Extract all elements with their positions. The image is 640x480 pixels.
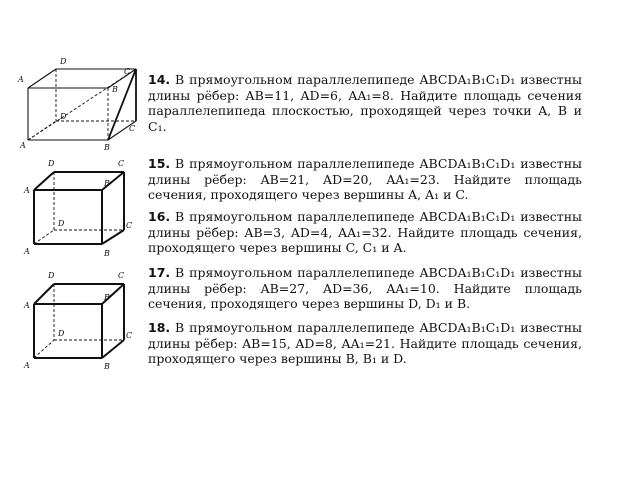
- vertex-label-c1: C: [118, 159, 124, 168]
- problem-text: В прямоугольном параллелепипеде ABCDA₁B₁…: [148, 72, 582, 134]
- figure-section-abc1: A D C B A D C B: [17, 52, 143, 152]
- vertex-label-a1: A: [17, 75, 24, 84]
- vertex-label-c: C: [126, 331, 132, 340]
- vertex-label-a1: A: [23, 186, 30, 195]
- vertex-label-d: D: [57, 219, 65, 228]
- problem-text: В прямоугольном параллелепипеде ABCDA₁B₁…: [148, 265, 582, 311]
- vertex-label-d: D: [57, 329, 65, 338]
- figure-box-3: A D C B A D C B: [20, 271, 140, 372]
- vertex-label-a1: A: [23, 301, 30, 310]
- vertex-label-d1: D: [47, 271, 55, 280]
- vertex-label-b1: B: [103, 293, 110, 302]
- problem-17: 17. В прямоугольном параллелепипеде ABCD…: [148, 265, 582, 312]
- vertex-label-b: B: [103, 362, 110, 371]
- vertex-label-d1: D: [59, 57, 67, 66]
- vertex-label-a: A: [23, 247, 30, 256]
- problem-text: В прямоугольном параллелепипеде ABCDA₁B₁…: [148, 320, 582, 366]
- problem-number: 15.: [148, 156, 171, 171]
- problem-18: 18. В прямоугольном параллелепипеде ABCD…: [148, 320, 582, 367]
- vertex-label-c: C: [129, 124, 135, 133]
- figure-box-2: A D C B A D C B: [20, 159, 140, 260]
- vertex-label-c1: C: [124, 67, 130, 76]
- vertex-label-b: B: [103, 143, 110, 152]
- problem-text: В прямоугольном параллелепипеде ABCDA₁B₁…: [148, 156, 582, 202]
- problem-text: В прямоугольном параллелепипеде ABCDA₁B₁…: [148, 209, 582, 255]
- vertex-label-c: C: [126, 221, 132, 230]
- vertex-label-b: B: [103, 249, 110, 258]
- problem-number: 18.: [148, 320, 171, 335]
- vertex-label-b1: B: [103, 179, 110, 188]
- vertex-label-d: D: [59, 112, 67, 121]
- problem-16: 16. В прямоугольном параллелепипеде ABCD…: [148, 209, 582, 256]
- vertex-label-d1: D: [47, 159, 55, 168]
- problem-number: 14.: [148, 72, 171, 87]
- problem-15: 15. В прямоугольном параллелепипеде ABCD…: [148, 156, 582, 203]
- vertex-label-a: A: [19, 141, 26, 150]
- vertex-label-b1: B: [111, 85, 118, 94]
- vertex-label-c1: C: [118, 271, 124, 280]
- problem-number: 16.: [148, 209, 171, 224]
- problem-14: 14. В прямоугольном параллелепипеде ABCD…: [148, 72, 582, 134]
- problem-number: 17.: [148, 265, 171, 280]
- vertex-label-a: A: [23, 361, 30, 370]
